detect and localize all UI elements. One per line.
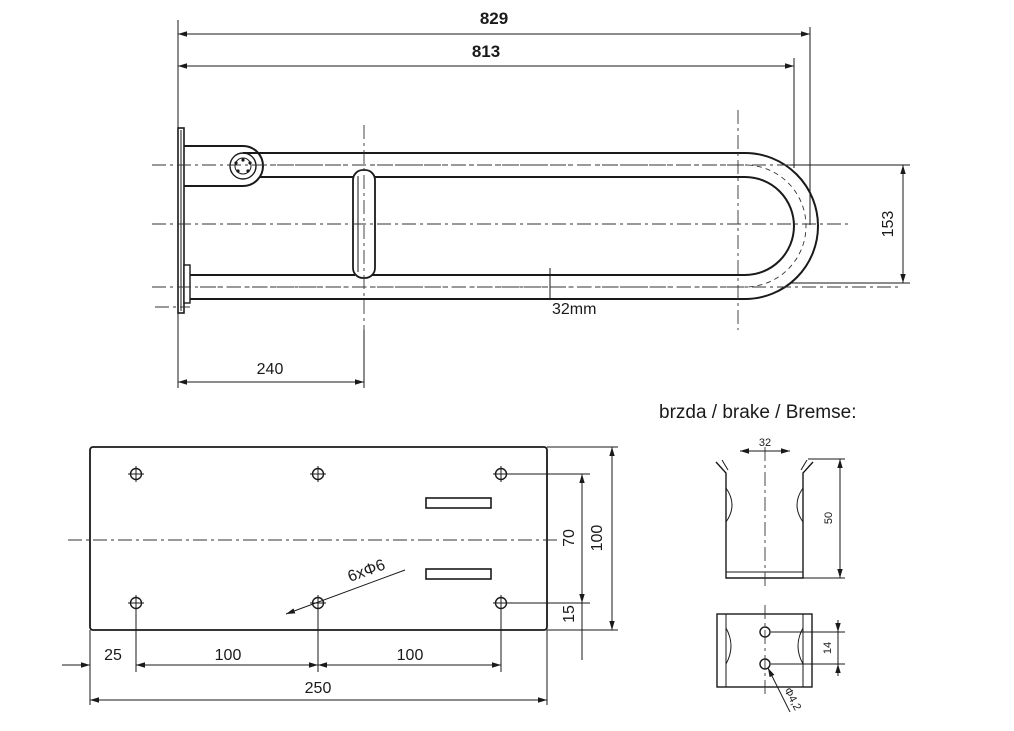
- slot-upper: [425, 497, 492, 509]
- dim-bar-length: 813: [472, 42, 500, 61]
- brake-title: brzda / brake / Bremse:: [659, 402, 856, 423]
- hinge-icon: [229, 152, 257, 180]
- mounting-hole-icon: [128, 595, 144, 611]
- mounting-hole-icon: [310, 466, 326, 482]
- dim-hole-spacing: 14: [822, 642, 834, 654]
- dim-hole-vertical: 70: [561, 529, 578, 547]
- dim-overall-length: 829: [480, 9, 508, 28]
- dim-hole-span-b: 100: [397, 647, 424, 664]
- dim-plate-width: 250: [305, 680, 332, 697]
- grab-bar-tube: [190, 152, 819, 300]
- mounting-hole-icon: [493, 466, 509, 482]
- dim-handle-position: 240: [257, 361, 284, 378]
- dim-pipe-diameter: 32mm: [552, 301, 596, 318]
- brake-clip-front: [715, 461, 814, 579]
- brake-clip-top: [716, 613, 813, 688]
- side-view: 829 813 153 32mm 240: [152, 9, 910, 388]
- dim-hole-diameter: Φ4,2: [781, 686, 803, 713]
- dim-hole-span-a: 100: [215, 647, 242, 664]
- plate-view: 6xΦ6 70 100 15 25 100 100 250: [62, 446, 618, 705]
- lower-foot: [183, 264, 191, 304]
- dim-plate-height: 100: [589, 525, 606, 552]
- mounting-hole-icon: [128, 466, 144, 482]
- dim-bottom-offset: 15: [561, 605, 578, 623]
- mounting-hole-icon: [493, 595, 509, 611]
- dim-bar-height: 153: [880, 211, 897, 238]
- dim-brake-height: 50: [823, 512, 835, 524]
- brake-view: brzda / brake / Bremse: 32 50 14: [659, 402, 856, 713]
- mounting-hole-icon: [310, 595, 326, 611]
- dim-brake-width: 32: [759, 437, 771, 449]
- slot-lower: [425, 568, 492, 580]
- dim-left-offset: 25: [104, 647, 122, 664]
- upper-bracket: [184, 145, 264, 187]
